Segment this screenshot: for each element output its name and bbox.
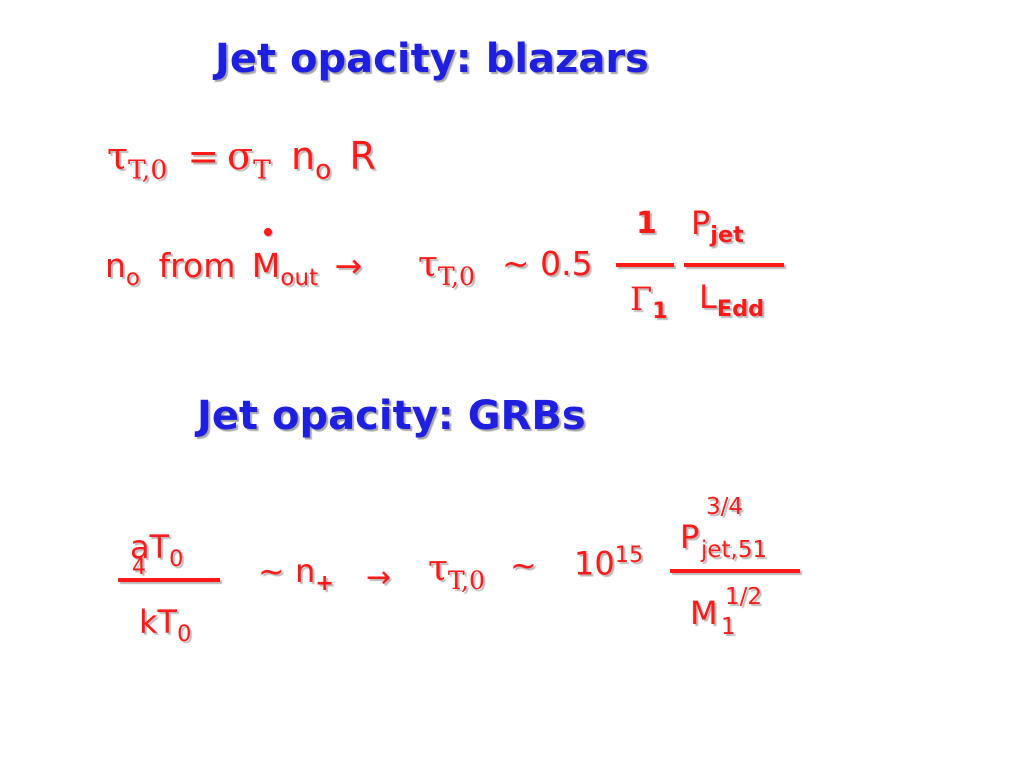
kt-symbol: kT — [139, 603, 178, 641]
n-subscript: o — [315, 154, 332, 186]
tau-subscript: T,0 — [447, 565, 486, 595]
fraction2-denominator: LEdd — [699, 278, 764, 322]
sigma-symbol: σ — [227, 134, 254, 178]
p-subscript: jet — [710, 221, 744, 248]
fraction2-numerator: Pjet — [691, 204, 744, 248]
title-grbs: Jet opacity: GRBs — [197, 393, 586, 439]
power-of-ten: 1015 — [574, 542, 643, 582]
tau-expression-grb: τT,0 — [428, 548, 485, 595]
m-exponent: 1/2 — [725, 584, 763, 610]
mdot-subscript: out — [280, 265, 319, 292]
p-jet-51: P — [680, 518, 700, 556]
at-symbol: aT — [130, 528, 170, 566]
approx-n: ~ n — [258, 552, 316, 590]
tau-symbol: τ — [428, 548, 448, 589]
mdot-symbol: M — [251, 246, 281, 285]
title-blazars: Jet opacity: blazars — [215, 36, 649, 82]
fraction1-bar — [616, 263, 674, 267]
fraction1-numerator: 1 — [636, 206, 657, 241]
fraction1-denominator: Γ1 — [630, 280, 668, 324]
approx-value: ~ 0.5 — [502, 244, 593, 283]
fraction3-bar — [118, 578, 220, 582]
p-exponent: 3/4 — [706, 494, 744, 520]
equals-sign: = — [187, 134, 220, 178]
ten-base: 10 — [574, 544, 615, 583]
radius-symbol: R — [349, 134, 376, 178]
fraction2-bar — [684, 263, 784, 267]
m-subscript: 1 — [721, 614, 736, 640]
l-symbol: L — [699, 278, 717, 316]
tau-expression-blazar: τT,0 — [418, 244, 475, 291]
mdot-dot-icon — [264, 228, 272, 236]
n-symbol: n — [105, 246, 126, 285]
equation-n-from-mdot: no from Mout → — [105, 246, 362, 291]
tau-subscript: T,0 — [437, 261, 476, 291]
gamma-symbol: Γ — [630, 280, 653, 318]
n-plus-subscript: + — [315, 569, 335, 596]
at-subscript: 0 — [169, 545, 184, 572]
from-text: from — [158, 246, 236, 285]
gamma-subscript: 1 — [652, 297, 668, 324]
p-subscript: jet,51 — [701, 537, 768, 563]
tau-subscript: T,0 — [128, 154, 168, 186]
fraction4-bar — [670, 569, 800, 573]
tilde-symbol: ~ — [510, 546, 537, 584]
arrow-icon: → — [334, 246, 363, 285]
kt-subscript: 0 — [177, 620, 192, 647]
p-symbol: P — [691, 204, 711, 242]
approx-n-plus: ~ n+ — [258, 552, 334, 596]
tau-symbol: τ — [107, 134, 129, 178]
n-symbol: n — [290, 134, 316, 178]
fraction3-numerator: aT0 — [130, 528, 183, 572]
equation-tau-definition: τT,0 =σT no R — [107, 134, 376, 185]
fraction3-denominator: kT0 — [139, 603, 191, 647]
arrow-icon: → — [366, 560, 392, 595]
l-subscript: Edd — [716, 295, 765, 322]
m-1: M — [690, 594, 718, 632]
sigma-subscript: T — [253, 154, 271, 186]
ten-exponent: 15 — [614, 542, 644, 568]
fraction3-exponent: 4 — [132, 555, 146, 580]
n-subscript: o — [125, 265, 141, 292]
tau-symbol: τ — [418, 244, 438, 285]
